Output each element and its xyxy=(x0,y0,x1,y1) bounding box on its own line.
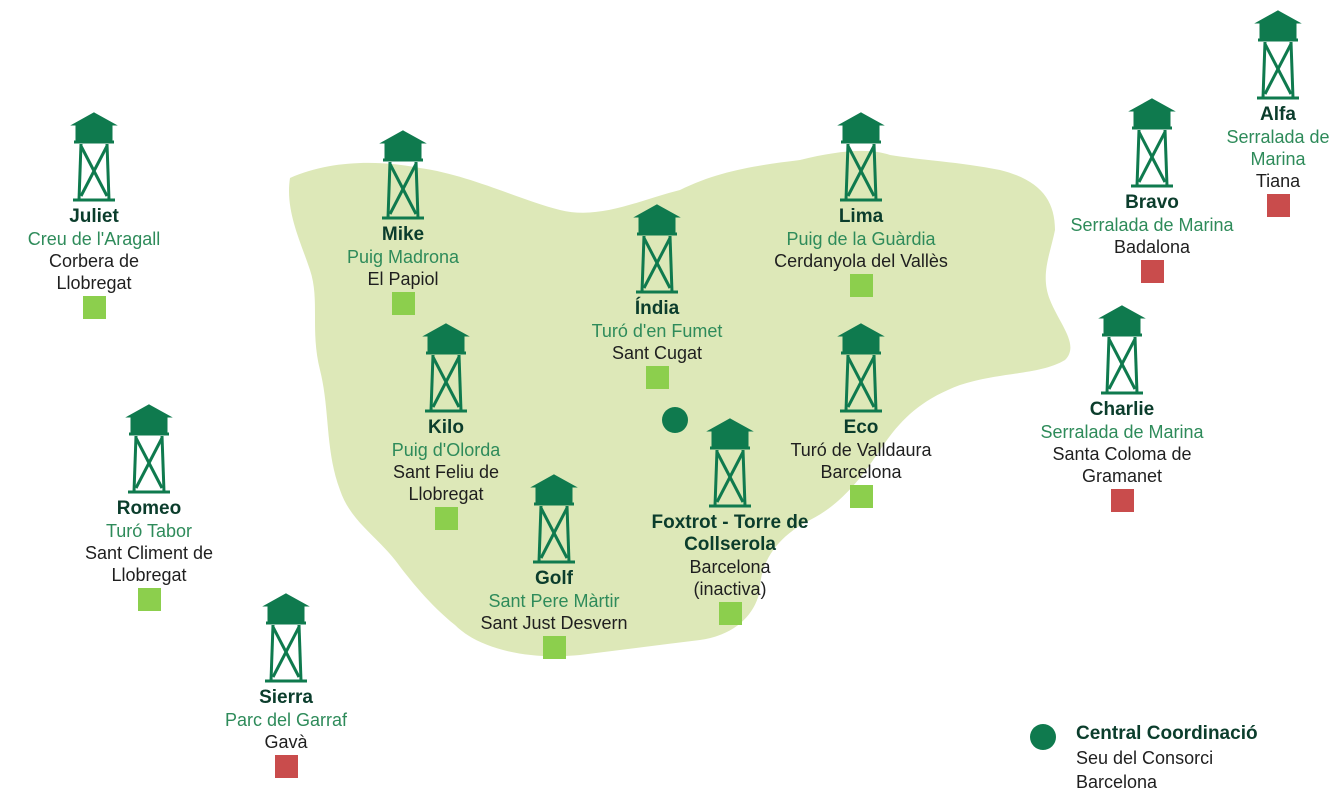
station-name: Golf xyxy=(535,568,573,589)
collserola-park-area xyxy=(289,150,1071,657)
station-town: Santa Coloma de xyxy=(1052,444,1192,464)
station-town: El Papiol xyxy=(367,269,439,289)
watchtower-icon xyxy=(1098,305,1146,395)
station-town: Sant Just Desvern xyxy=(480,613,628,633)
legend-line: Seu del Consorci xyxy=(1076,748,1214,768)
station-kilo: Kilo Puig d'Olorda Sant Feliu de Llobreg… xyxy=(326,323,566,530)
watchtower-icon xyxy=(706,418,754,508)
status-marker-inactive xyxy=(1140,260,1164,283)
legend-line: Barcelona xyxy=(1076,772,1158,792)
station-place: Serralada de Marina xyxy=(1070,215,1234,235)
station-town: Barcelona xyxy=(689,557,771,577)
station-town: Cerdanyola del Vallès xyxy=(774,251,948,271)
station-name: Mike xyxy=(381,224,425,245)
station-town: Llobregat xyxy=(408,484,484,504)
station-alfa: Alfa Serralada de Marina Tiana xyxy=(1158,10,1343,217)
central-coordination-dot xyxy=(662,407,688,433)
station-sierra: Sierra Parc del Garraf Gavà xyxy=(166,593,406,778)
watchtower-icon xyxy=(1128,98,1176,188)
watchtower-icon xyxy=(422,323,470,413)
status-marker-inactive xyxy=(1110,489,1134,512)
status-marker-active xyxy=(82,296,106,319)
status-marker-inactive xyxy=(1266,194,1290,217)
watchtower-icon xyxy=(1254,10,1302,100)
watchtower-icon xyxy=(837,323,885,413)
station-name: Romeo xyxy=(116,498,182,519)
watchtower-icon xyxy=(262,593,310,683)
status-marker-active xyxy=(849,274,873,297)
station-name: Kilo xyxy=(428,417,464,438)
station-town: Tiana xyxy=(1255,171,1301,191)
station-place: Creu de l'Aragall xyxy=(27,229,161,249)
station-town: Barcelona xyxy=(820,462,902,482)
status-marker-active xyxy=(849,485,873,508)
station-charlie: Charlie Serralada de Marina Santa Coloma… xyxy=(1002,305,1242,512)
station-juliet: Juliet Creu de l'Aragall Corbera de Llob… xyxy=(0,112,214,319)
status-marker-active xyxy=(542,636,566,659)
station-town: Gramanet xyxy=(1081,466,1163,486)
station-name: Foxtrot - Torre de xyxy=(651,512,809,533)
station-town: Turó de Valldaura xyxy=(790,440,932,460)
station-town: Sant Feliu de xyxy=(392,462,500,482)
station-name: Charlie xyxy=(1089,399,1155,420)
station-eco: Eco Turó de Valldaura Barcelona xyxy=(741,323,981,508)
station-foxtrot: Foxtrot - Torre de Collserola Barcelona … xyxy=(610,418,850,625)
watchtower-icon xyxy=(125,404,173,494)
station-name: Sierra xyxy=(259,687,313,708)
station-india: Índia Turó d'en Fumet Sant Cugat xyxy=(537,204,777,389)
station-place: Puig Madrona xyxy=(346,247,460,267)
station-golf: Golf Sant Pere Màrtir Sant Just Desvern xyxy=(434,474,674,659)
status-marker-active xyxy=(391,292,415,315)
legend-title: Central Coordinació xyxy=(1076,723,1258,744)
station-place: Serralada de Marina xyxy=(1040,422,1204,442)
station-bravo: Bravo Serralada de Marina Badalona xyxy=(1032,98,1272,283)
watchtower-icon xyxy=(70,112,118,202)
legend-text: Central Coordinació Seu del Consorci Bar… xyxy=(1076,722,1343,794)
watchtower-icon xyxy=(530,474,578,564)
station-town: Llobregat xyxy=(56,273,132,293)
station-name: Juliet xyxy=(69,206,119,227)
status-marker-active xyxy=(434,507,458,530)
station-place: Marina xyxy=(1250,149,1306,169)
station-town: Gavà xyxy=(264,732,308,752)
station-town: Corbera de xyxy=(48,251,140,271)
station-place: Sant Pere Màrtir xyxy=(488,591,620,611)
watchtower-icon xyxy=(379,130,427,220)
central-dot-icon xyxy=(1030,724,1056,750)
station-name: Eco xyxy=(843,417,879,438)
station-name: Alfa xyxy=(1260,104,1296,125)
status-marker-active xyxy=(645,366,669,389)
station-town: Sant Climent de xyxy=(84,543,214,563)
station-mike: Mike Puig Madrona El Papiol xyxy=(283,130,523,315)
station-place: Puig d'Olorda xyxy=(391,440,501,460)
watchtower-icon xyxy=(633,204,681,294)
status-marker-inactive xyxy=(274,755,298,778)
station-name: Bravo xyxy=(1125,192,1179,213)
station-name: Índia xyxy=(634,298,680,319)
station-romeo: Romeo Turó Tabor Sant Climent de Llobreg… xyxy=(29,404,269,611)
station-name: Collserola xyxy=(684,534,776,555)
station-town: (inactiva) xyxy=(693,579,767,599)
station-place: Parc del Garraf xyxy=(224,710,348,730)
station-place: Turó d'en Fumet xyxy=(591,321,723,341)
station-town: Llobregat xyxy=(111,565,187,585)
station-name: Lima xyxy=(838,206,884,227)
station-town: Sant Cugat xyxy=(611,343,703,363)
watchtower-icon xyxy=(837,112,885,202)
station-town: Badalona xyxy=(1113,237,1191,257)
status-marker-active xyxy=(137,588,161,611)
station-lima: Lima Puig de la Guàrdia Cerdanyola del V… xyxy=(741,112,981,297)
station-place: Puig de la Guàrdia xyxy=(786,229,936,249)
station-place: Serralada de xyxy=(1226,127,1330,147)
station-place: Turó Tabor xyxy=(105,521,193,541)
status-marker-active xyxy=(718,602,742,625)
